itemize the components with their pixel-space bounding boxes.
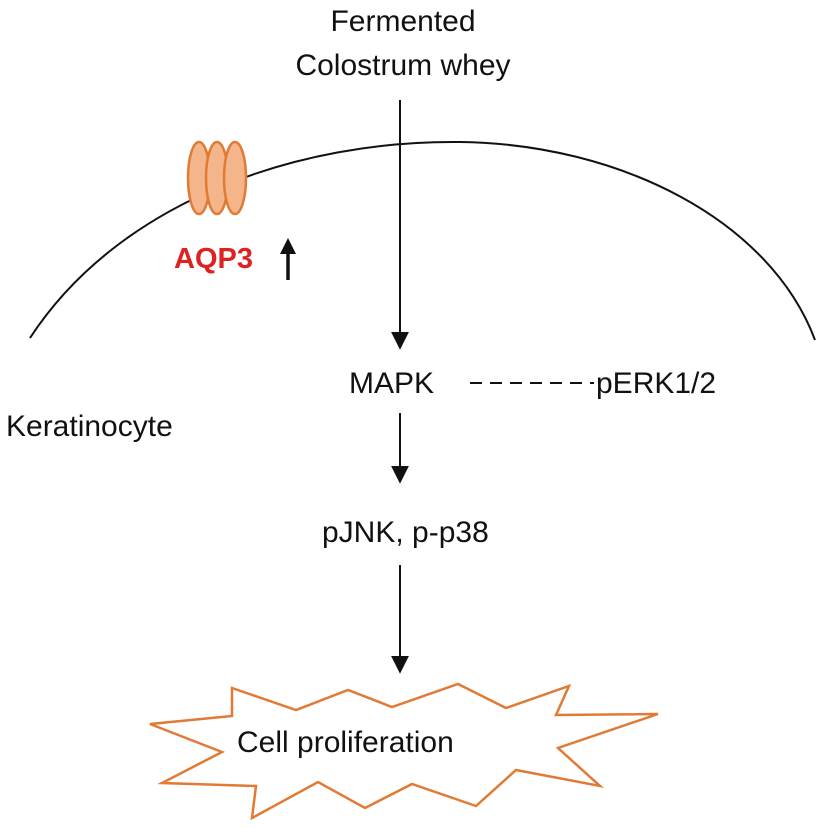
stimulus-label-line2: Colostrum whey: [295, 49, 511, 82]
arrow-up-icon: [280, 238, 296, 280]
aquaporin-channel-icon: [186, 140, 248, 216]
stimulus-label-line1: Fermented: [330, 5, 476, 38]
cell-type-label: Keratinocyte: [6, 410, 173, 443]
aqp3-label: AQP3: [174, 243, 253, 275]
cell-membrane: [29, 140, 816, 341]
mapk-node: MAPK: [349, 367, 435, 400]
outcome-label: Cell proliferation: [237, 726, 454, 759]
perk-node: pERK1/2: [596, 367, 717, 400]
pjnk-node: pJNK, p-p38: [322, 516, 489, 549]
burst-icon: [149, 682, 659, 821]
